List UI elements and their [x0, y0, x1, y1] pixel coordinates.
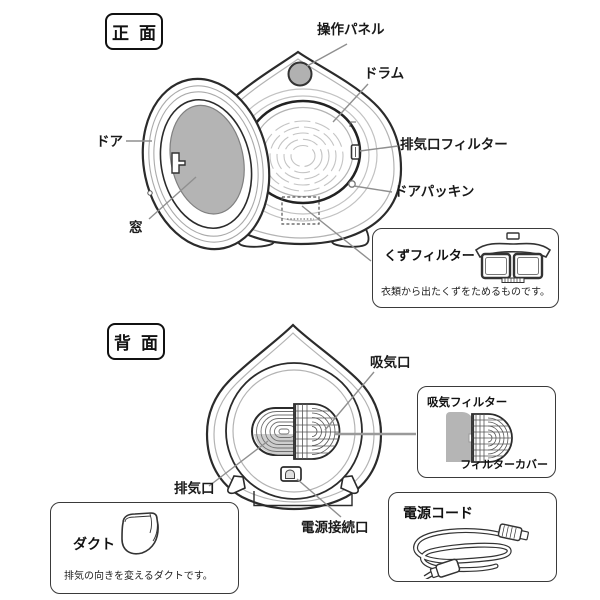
label-control-panel: 操作パネル — [317, 22, 385, 38]
lint-filter-box-title: くずフィルター — [384, 249, 475, 264]
door-packing-mark — [348, 180, 356, 188]
door-ring-2 — [153, 91, 259, 237]
leader-intake — [324, 371, 375, 431]
power-cord-box: 電源コード — [388, 492, 557, 582]
filter-cover-label: フィルターカバー — [460, 458, 548, 471]
label-door-packing: ドアパッキン — [394, 184, 475, 200]
label-door: ドア — [96, 134, 123, 150]
label-exhaust-filter: 排気口フィルター — [400, 137, 508, 153]
leader-power-connector — [296, 478, 342, 518]
leader-drum — [332, 83, 369, 123]
back-dryer-illustration — [205, 323, 383, 511]
lint-filter-icon — [474, 232, 552, 283]
back-right-foot-shape — [340, 475, 359, 495]
label-intake: 吸気口 — [370, 355, 411, 371]
power-cord-icon — [413, 523, 529, 579]
label-window: 窓 — [129, 220, 143, 236]
label-drum: ドラム — [364, 66, 405, 82]
back-body-inner-line — [213, 332, 375, 503]
door-latch — [171, 152, 186, 174]
drum-notch-mark — [349, 121, 356, 127]
leader-exhaust — [208, 440, 269, 487]
back-base-stand — [253, 491, 353, 507]
front-view-badge: 正 面 — [105, 13, 163, 50]
window-bezel — [159, 98, 253, 230]
back-panel-inner-circle — [232, 369, 356, 493]
label-exhaust: 排気口 — [174, 481, 215, 497]
door-ring-1 — [148, 85, 264, 243]
back-view-badge: 背 面 — [107, 323, 165, 360]
leader-exhaust-filter — [359, 145, 399, 152]
leader-window — [148, 176, 197, 220]
lint-filter-box-description: 衣類から出たくずをためるものです。 — [381, 287, 550, 298]
operation-panel-circle — [287, 61, 313, 87]
front-door-illustration — [141, 77, 271, 251]
duct-box-description: 排気の向きを変えるダクトです。 — [64, 571, 213, 582]
intake-filter-box: 吸気フィルター — [417, 386, 556, 478]
leader-lint-filter — [301, 205, 372, 262]
back-leader-lines — [208, 371, 375, 518]
duct-box-title: ダクト — [73, 537, 115, 553]
duct-icon — [121, 512, 159, 555]
duct-box: ダクト 排気の向きを変えるダクトです。 — [50, 502, 239, 594]
intake-filter-icon — [446, 412, 513, 463]
front-leader-lines — [126, 43, 399, 262]
lint-filter-box: くずフィルター 衣類から出たくずをためるものです。 — [372, 228, 559, 308]
leader-door-packing — [353, 185, 393, 193]
intake-cover-grid — [294, 404, 340, 459]
door-hinge-screw — [147, 190, 153, 196]
power-connector-socket — [285, 469, 295, 479]
power-cord-box-title: 電源コード — [403, 506, 473, 522]
label-power-connector: 電源接続口 — [301, 520, 369, 536]
back-left-foot-shape — [227, 475, 246, 495]
intake-filter-box-title: 吸気フィルター — [427, 395, 508, 409]
leader-control-panel — [306, 43, 348, 67]
vent-gray-shading — [254, 434, 294, 455]
lint-filter-slot-dashed — [281, 196, 320, 225]
